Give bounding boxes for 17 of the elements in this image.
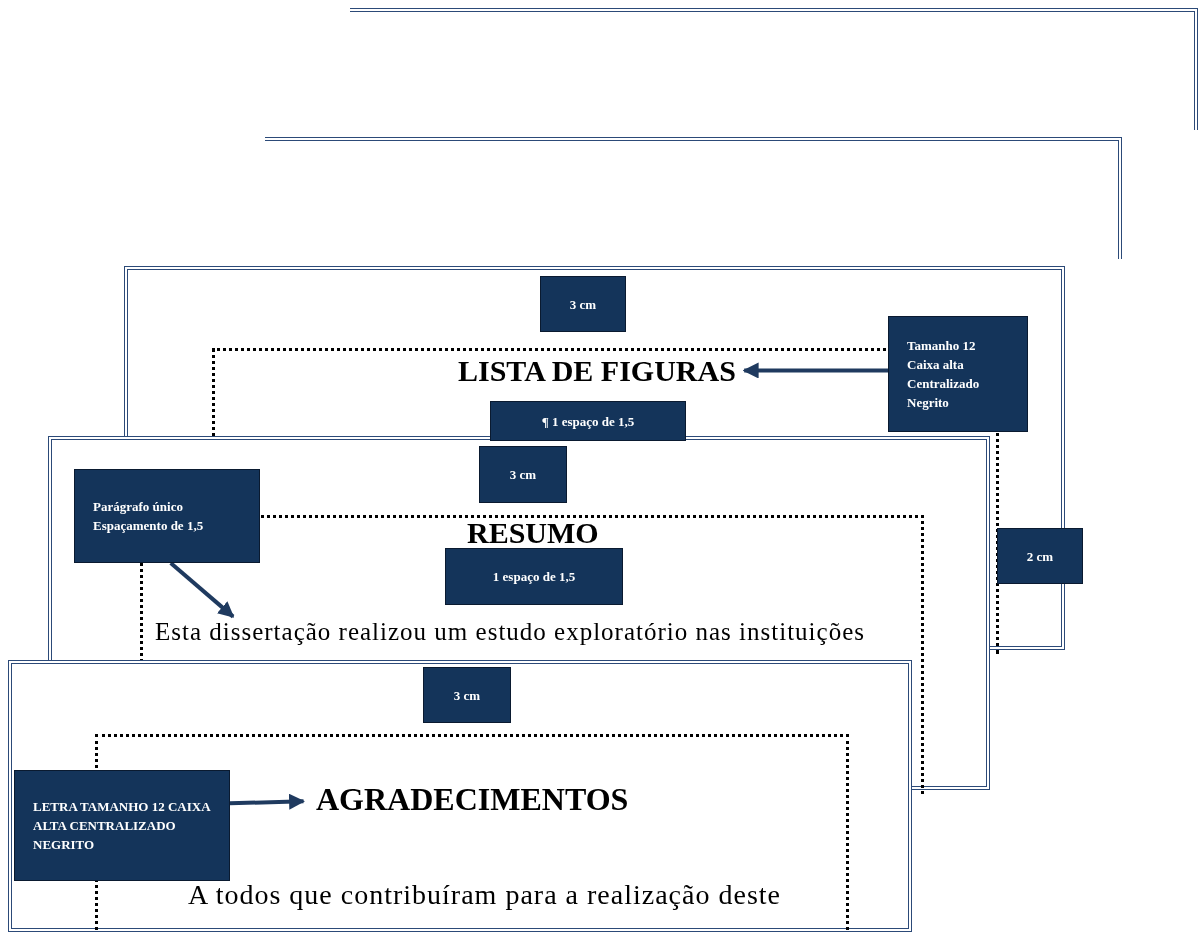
heading-text: RESUMO	[467, 516, 599, 549]
note-box: Parágrafo único Espaçamento de 1,5	[74, 469, 260, 563]
note-box: 3 cm	[479, 446, 567, 503]
paragraph-text: Esta dissertação realizou um estudo exploratório nas instituições	[155, 618, 865, 646]
heading-text: AGRADECIMENTOS	[316, 782, 629, 818]
note-box: 1 espaço de 1,5	[445, 548, 623, 605]
paragraph-text: A todos que contribuíram para a realização deste	[188, 880, 781, 911]
note-box: LETRA TAMANHO 12 CAIXA ALTA CENTRALIZADO NEGRITO	[14, 770, 230, 881]
note-box: 2 cm	[997, 528, 1083, 584]
arrow	[742, 362, 888, 379]
note-box: 3 cm	[540, 276, 626, 332]
heading-text: LISTA DE FIGURAS	[458, 354, 736, 387]
note-box: 3 cm	[423, 667, 511, 723]
arrow	[229, 793, 306, 810]
arrow	[169, 561, 235, 619]
note-box: ¶ 1 espaço de 1,5	[490, 401, 686, 441]
note-box: Tamanho 12 Caixa alta Centralizado Negrito	[888, 316, 1028, 432]
